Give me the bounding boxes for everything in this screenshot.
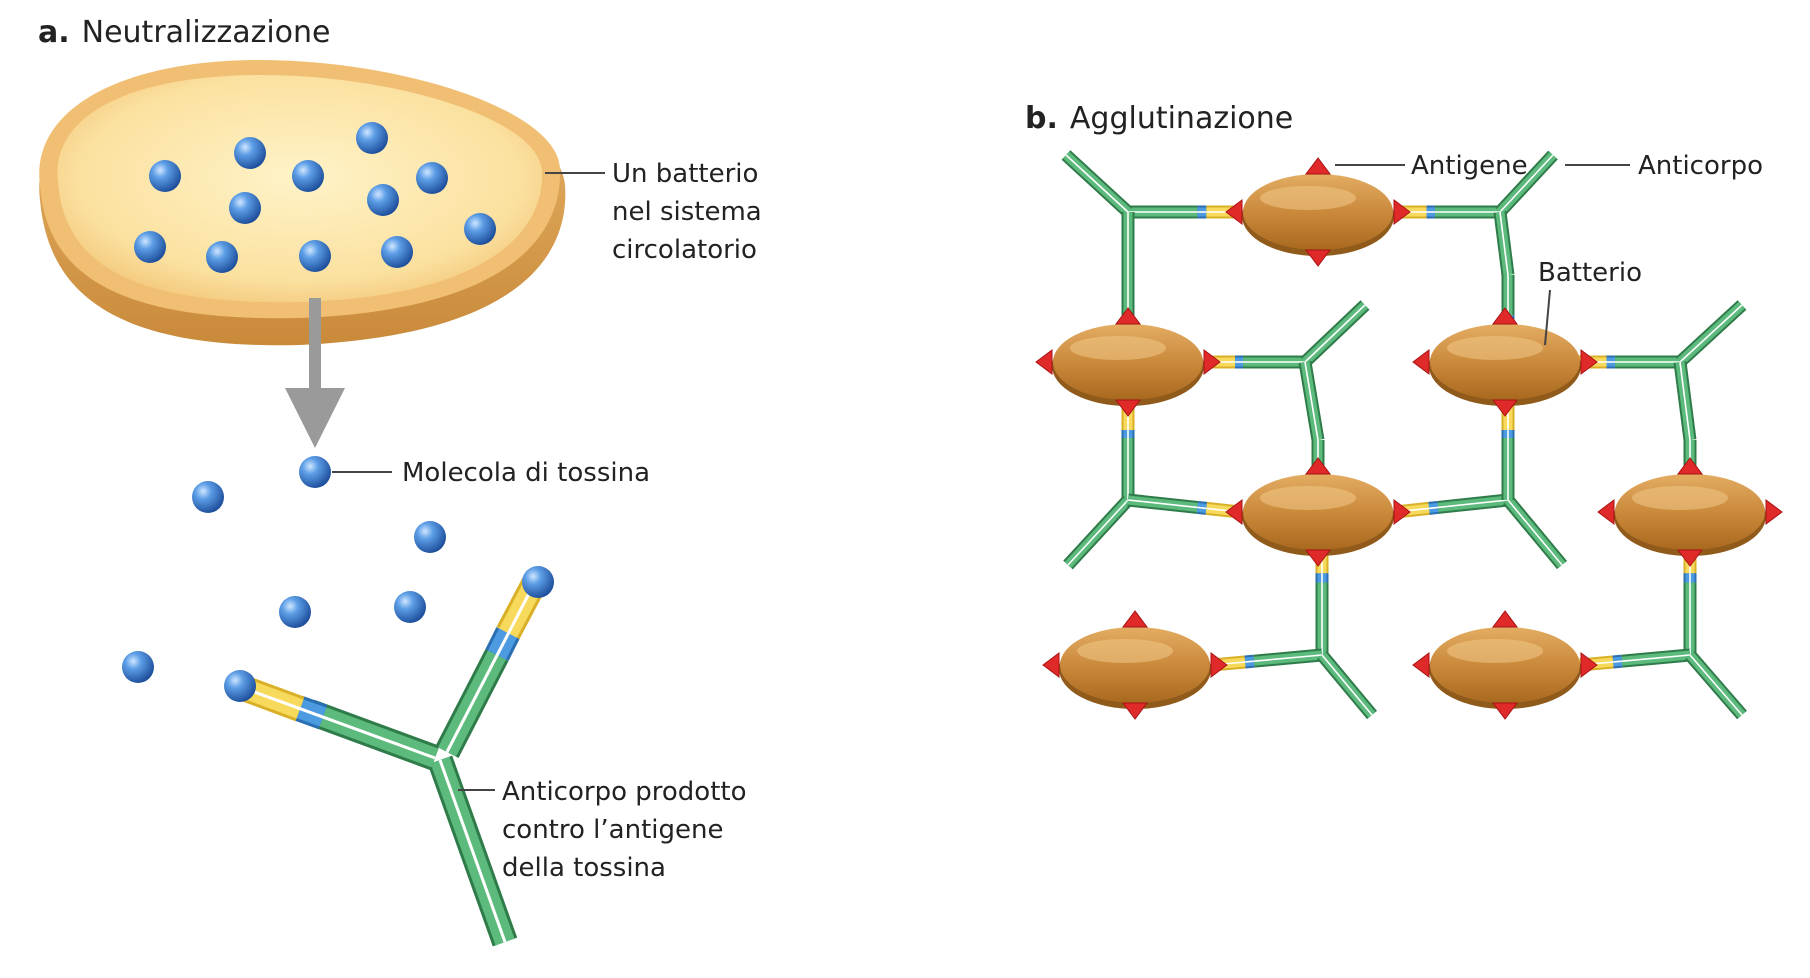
toxin-molecule [299,456,331,488]
toxin-molecule [122,651,154,683]
antibody-network [1061,150,1747,720]
bacterium [1412,610,1598,720]
toxin-molecule [356,122,388,154]
panel-b: b.Agglutinazione Antigene Anticorpo Batt… [1025,101,1783,720]
antigen [1203,349,1221,375]
antibody [1205,300,1370,442]
bacterium [1035,307,1221,417]
antigen [1412,349,1430,375]
antigen [1115,307,1141,325]
panel-a-title: a.Neutralizzazione [38,15,331,50]
toxin-molecule [134,231,166,263]
toxin-molecule [279,596,311,628]
antigen [1122,702,1148,720]
antigen [1305,457,1331,475]
bacterium [1042,610,1228,720]
toxin-molecule [229,192,261,224]
antibody-large [233,573,548,947]
toxin-molecule [394,591,426,623]
antigen [1492,307,1518,325]
antigen [1580,349,1598,375]
toxin-molecule [292,160,324,192]
antibody [1575,300,1747,441]
toxin-molecule [192,481,224,513]
antigen [1122,610,1148,628]
toxin-molecule [367,184,399,216]
antigen [1305,157,1331,175]
toxin-molecule [464,213,496,245]
antibody [1063,400,1241,570]
bacterium-cell [39,60,566,346]
panel-a: a.Neutralizzazione Un batterio nel siste [38,15,770,947]
bound-toxin [522,566,554,598]
antigen [1225,499,1243,525]
toxin-molecule [299,240,331,272]
antigen [1765,499,1783,525]
batterio-leader-line [1544,289,1551,346]
antigen [1580,652,1598,678]
bacteria-layer [1035,157,1783,720]
antigen [1677,549,1703,567]
toxin-molecule [414,521,446,553]
bacterium [1412,307,1598,417]
toxin-molecule [234,137,266,169]
toxin-molecule [149,160,181,192]
toxin-label: Molecola di tossina [402,458,650,488]
antigen [1492,399,1518,417]
bacterium-label: Un batterio nel sistema circolatorio [612,159,770,265]
toxin-molecule [381,236,413,268]
antigen [1393,499,1411,525]
bacterium [1225,157,1411,267]
bacterium [1225,457,1411,567]
toxin-molecule [416,162,448,194]
antigen [1210,652,1228,678]
antigen [1492,702,1518,720]
bacterium [1597,457,1783,567]
antigen [1225,199,1243,225]
antibody [1211,538,1377,720]
antibody-b-label: Anticorpo [1638,151,1763,181]
antigen [1677,457,1703,475]
antigen [1042,652,1060,678]
batterio-label: Batterio [1538,258,1642,288]
antigen-label: Antigene [1411,151,1528,181]
antibody [1394,400,1567,570]
panel-b-title: b.Agglutinazione [1025,101,1293,136]
toxin-cluster [134,122,496,273]
antibody [1395,150,1558,276]
antigen [1412,652,1430,678]
antigen [1115,399,1141,417]
antigen [1597,499,1615,525]
antibody [1579,538,1747,720]
free-toxins [122,456,446,683]
antigen [1492,610,1518,628]
antigen [1305,549,1331,567]
antigen [1035,349,1053,375]
toxin-molecule [206,241,238,273]
antibody-label: Anticorpo prodotto contro l’antigene del… [502,777,755,883]
antigen [1305,249,1331,267]
antibody [1061,150,1240,275]
antigen [1393,199,1411,225]
bound-toxin [224,670,256,702]
